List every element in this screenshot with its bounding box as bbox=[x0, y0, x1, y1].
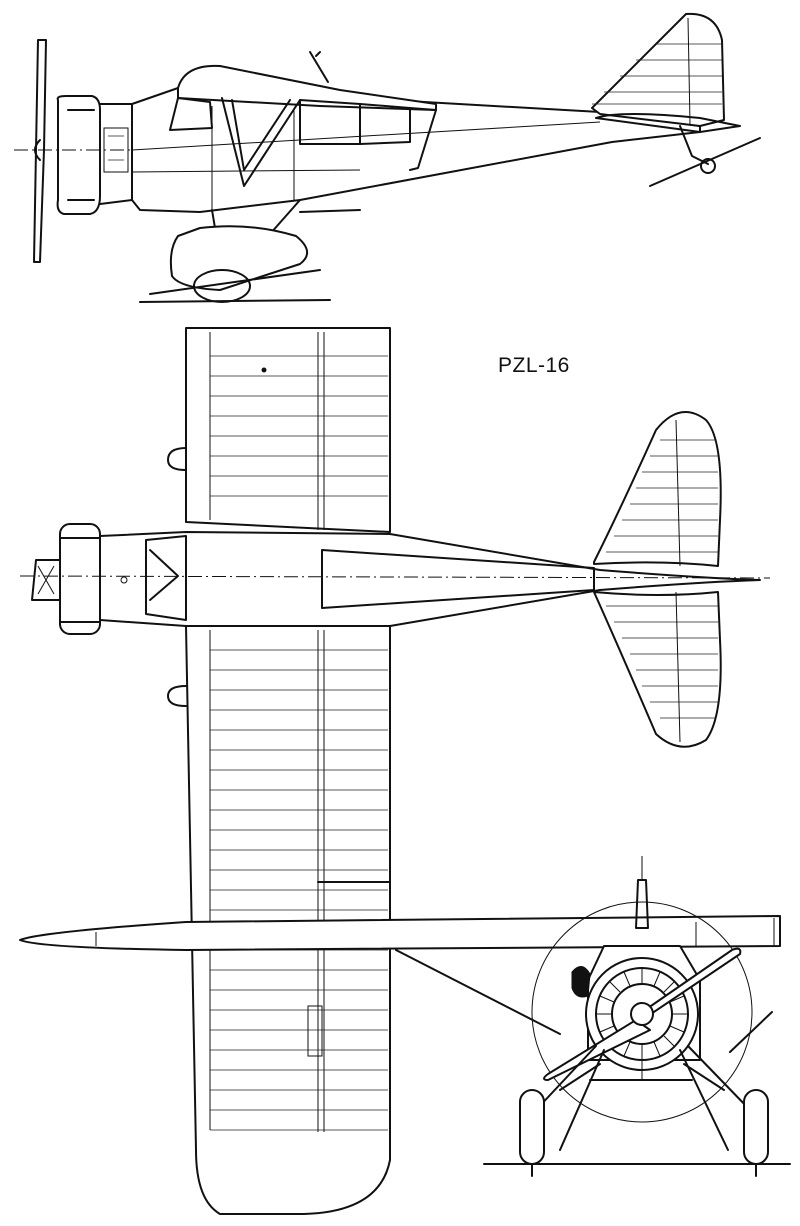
drawing-title: PZL-16 bbox=[498, 354, 570, 377]
side-view bbox=[14, 12, 761, 303]
plan-view bbox=[19, 327, 771, 1215]
front-view bbox=[19, 856, 791, 1177]
